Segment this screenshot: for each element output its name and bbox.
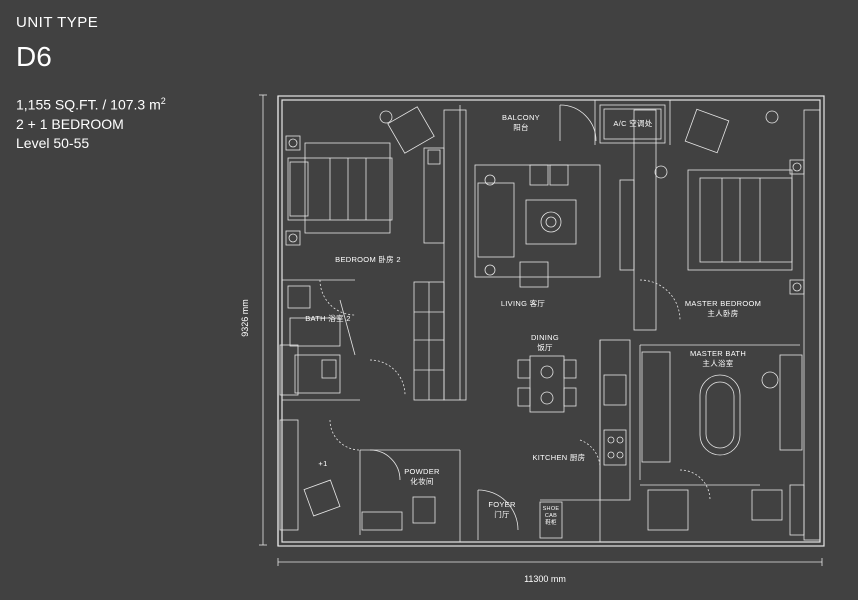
kitchen-label: KITCHEN 厨房 [532, 452, 585, 462]
dimension-height: 9326 mm [240, 94, 267, 546]
bedroom2-label: BEDROOM 卧房 2 [335, 254, 401, 264]
area-superscript: 2 [160, 96, 166, 106]
dining-label: DINING [531, 333, 559, 342]
dining-set [517, 355, 577, 413]
shoe-cab-label-cn: 鞋柜 [545, 518, 557, 526]
bedroom-count: 2 + 1 BEDROOM [16, 115, 124, 132]
master-bedroom-label-cn: 主人卧房 [707, 308, 738, 318]
unit-code: D6 [16, 41, 52, 72]
master-lamp [654, 165, 668, 179]
width-dimension-label: 11300 mm [524, 574, 566, 584]
height-dimension-label: 9326 mm [240, 299, 250, 337]
dining-label-cn: 饭厅 [537, 342, 553, 352]
unit-area: 1,155 SQ.FT. / 107.3 m2 [16, 92, 166, 115]
powder-fixtures [361, 449, 436, 531]
living-area [474, 164, 601, 288]
bedroom2-chair [427, 149, 441, 165]
dimension-width: 11300 mm [277, 558, 823, 584]
shoe-cab-label: SHOE [543, 506, 560, 512]
powder-label: POWDER [404, 467, 440, 476]
bedroom2-armchair [379, 106, 435, 154]
area-text: 1,155 SQ.FT. / 107.3 m [16, 96, 161, 113]
plus-one-label: +1 [318, 459, 327, 468]
entry-door-swing [477, 489, 519, 531]
master-bath-label-cn: 主人浴室 [702, 358, 733, 368]
kitchen-counter [599, 339, 631, 501]
living-label: LIVING 客厅 [501, 298, 546, 308]
unit-info: UNIT TYPE D6 1,155 SQ.FT. / 107.3 m2 2 +… [16, 14, 166, 153]
unit-specs: 1,155 SQ.FT. / 107.3 m2 2 + 1 BEDROOM Le… [16, 92, 166, 153]
door-swings [319, 279, 711, 501]
master-armchair [684, 108, 779, 154]
level-range: Level 50-55 [16, 134, 90, 151]
master-bath-fixtures [641, 351, 805, 536]
bath2-label: BATH 浴室 2 [305, 313, 350, 323]
plus-one-chair [303, 479, 341, 517]
powder-label-cn: 化妆间 [410, 476, 433, 486]
foyer-label: FOYER [488, 500, 516, 509]
master-bedroom-label: MASTER BEDROOM [685, 299, 761, 308]
bedroom2-wardrobe [413, 281, 445, 401]
foyer-label-cn: 门厅 [494, 510, 510, 519]
room-labels: BALCONY 阳台 A/C 空调处 BEDROOM 卧房 2 BATH 浴室 … [305, 113, 761, 526]
shoe-cabinet [539, 501, 563, 539]
master-bed [687, 159, 805, 295]
balcony-area [559, 104, 666, 144]
unit-type-label: UNIT TYPE [16, 14, 99, 31]
balcony-label-cn: 阳台 [513, 122, 529, 132]
bath2-fixtures [287, 285, 356, 394]
master-desk [619, 179, 635, 271]
bedroom2-desk [423, 147, 445, 244]
balcony-label: BALCONY [502, 113, 540, 122]
master-bath-label: MASTER BATH [690, 349, 746, 358]
shoe-cab-label-2: CAB [545, 513, 557, 519]
ac-label: A/C 空调处 [613, 118, 652, 128]
bedroom2-bed [285, 135, 393, 246]
